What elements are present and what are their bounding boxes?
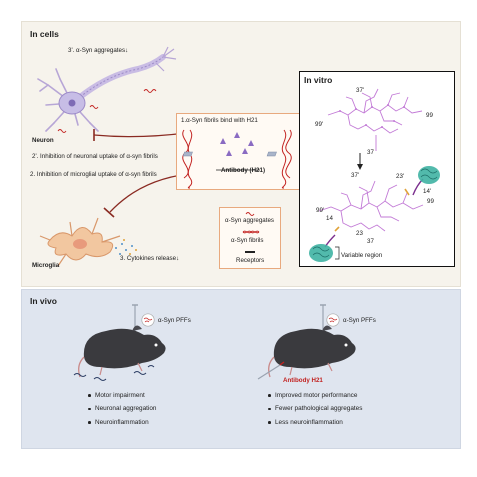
bottom-label-99-prime: 99': [316, 207, 325, 214]
bottom-label-37: 37: [367, 238, 374, 245]
in-vivo-title: In vivo: [30, 296, 57, 306]
bottom-label-14: 14: [326, 215, 333, 222]
step2-prime-label: 2'. Inhibition of neuronal uptake of α-s…: [32, 153, 158, 160]
fibril-antibody-complex: [309, 166, 440, 262]
untreated-outcomes-list: Motor impairment Neuronal aggregation Ne…: [88, 392, 156, 432]
bottom-label-99: 99: [427, 198, 434, 205]
bottom-label-37-prime: 37': [351, 172, 360, 179]
step2-label: 2. Inhibition of microglial uptake of α-…: [30, 171, 157, 178]
untreated-outcome-item: Motor impairment: [88, 392, 156, 399]
treated-outcome-item: Fewer pathological aggregates: [268, 405, 362, 412]
mouse-untreated-illustration: [73, 304, 166, 381]
antibody-h21-label: Antibody (H21): [221, 167, 265, 174]
pff-label-left: α-Syn PFFs: [158, 317, 191, 324]
bottom-label-14-prime: 14': [423, 188, 432, 195]
receptor-legend-icon: [245, 251, 255, 253]
top-label-37-prime: 37': [356, 87, 365, 94]
step3-prime-label: 3'. α-Syn aggregates↓: [68, 47, 129, 54]
treated-outcome-item: Less neuroinflammation: [268, 419, 362, 426]
in-cells-title: In cells: [30, 29, 59, 39]
neuron-label: Neuron: [32, 137, 54, 144]
aggregate-legend-icon: [245, 212, 255, 216]
top-label-37: 37: [367, 149, 374, 156]
fibril-legend-icon: [242, 230, 260, 234]
untreated-outcome-item: Neuroinflammation: [88, 419, 156, 426]
step1-label: 1.α-Syn fibrils bind with H21: [181, 117, 258, 124]
inhibition-arrow-neuron: [93, 129, 187, 141]
bottom-label-23: 23: [356, 230, 363, 237]
step3-label: 3. Cytokines release↓: [120, 255, 180, 262]
legend-receptors: Receptors: [236, 257, 265, 264]
top-label-99: 99: [426, 112, 433, 119]
treated-outcome-item: Improved motor performance: [268, 392, 362, 399]
pff-icon-right: [326, 313, 340, 327]
untreated-outcome-item: Neuronal aggregation: [88, 405, 156, 412]
transition-arrow: [357, 153, 363, 170]
legend-aggregates: α-Syn aggregates: [225, 217, 274, 224]
mouse-treated-illustration: [257, 304, 356, 380]
treated-outcomes-list: Improved motor performance Fewer patholo…: [268, 392, 362, 432]
microglia-illustration: [39, 217, 137, 267]
variable-region-label: Variable region: [341, 252, 383, 259]
neuron-illustration: [37, 46, 177, 133]
pff-label-right: α-Syn PFFs: [343, 317, 376, 324]
legend-fibrils: α-Syn fibrils: [231, 237, 264, 244]
in-vivo-panel: [21, 289, 461, 449]
antibody-h21-vivo-label: Antibody H21: [283, 377, 323, 384]
binding-box: [176, 113, 302, 190]
fibril-structure-top: [327, 88, 423, 151]
legend-box: [219, 207, 281, 269]
pff-icon-left: [141, 313, 155, 327]
bottom-label-23-prime: 23': [396, 173, 405, 180]
binding-illustration: [182, 129, 292, 189]
in-vitro-title: In vitro: [304, 75, 333, 85]
microglia-label: Microglia: [32, 262, 60, 269]
top-label-99-prime: 99': [315, 121, 324, 128]
